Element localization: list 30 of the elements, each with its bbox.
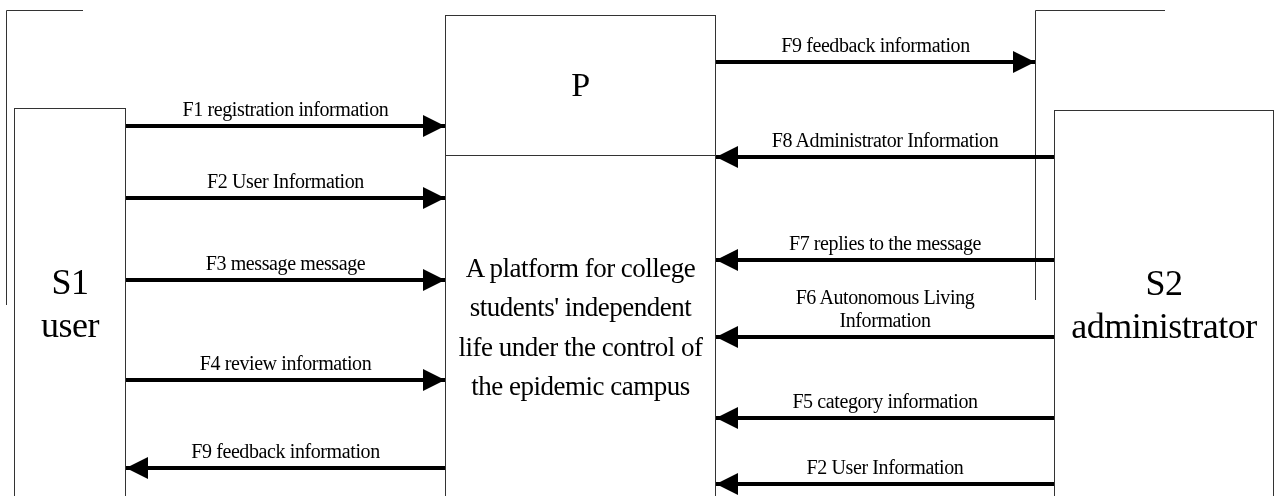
node-label: P — [570, 65, 591, 106]
arrow — [126, 269, 445, 291]
node-label: S2 administrator — [1070, 261, 1258, 348]
edge-label: F4 review information — [198, 352, 373, 375]
edge-label: F1 registration information — [181, 98, 390, 121]
arrow — [126, 457, 445, 479]
edge-label: F5 category information — [791, 390, 979, 413]
arrow — [716, 326, 1054, 348]
node-label: A platform for college students' independent life under the control of the epidemic campus — [457, 252, 704, 403]
arrow — [716, 51, 1035, 73]
arrow — [126, 369, 445, 391]
edge-label: F6 Autonomous Living Information — [794, 286, 976, 332]
entity-box — [445, 155, 716, 496]
arrow — [716, 146, 1054, 168]
node-label: S1 user — [40, 260, 101, 347]
edge-label: F2 User Information — [805, 456, 965, 479]
edge-label: F2 User Information — [206, 170, 365, 193]
edge-label: F7 replies to the message — [787, 232, 983, 255]
entity-box — [14, 108, 126, 496]
arrow — [716, 249, 1054, 271]
arrow — [716, 407, 1054, 429]
entity-box — [1054, 110, 1274, 496]
edge-label: F3 message message — [204, 252, 367, 275]
arrow — [126, 187, 445, 209]
edge-label: F9 feedback information — [780, 34, 971, 57]
arrow — [126, 115, 445, 137]
edge-label: F8 Administrator Information — [770, 129, 1000, 152]
edge-label: F9 feedback information — [190, 440, 381, 463]
arrow — [716, 473, 1054, 495]
entity-box — [445, 15, 716, 156]
